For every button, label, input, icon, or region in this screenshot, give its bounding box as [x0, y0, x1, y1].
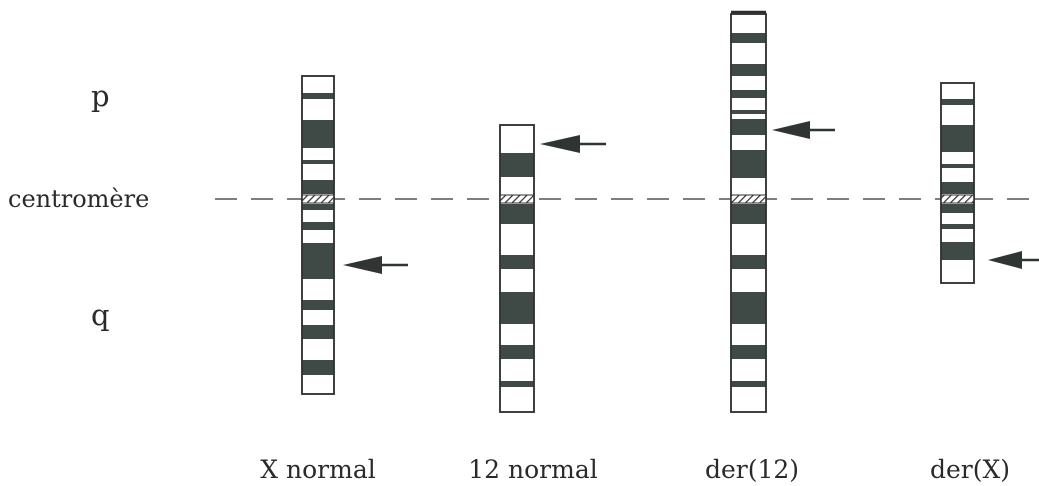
centromere-band: [301, 194, 335, 204]
band-dark: [500, 292, 534, 324]
arrow-icon: [988, 251, 1039, 269]
band-dark: [500, 153, 534, 177]
band-dark: [500, 204, 534, 224]
band-dark: [731, 110, 766, 114]
chromosome-label-x-normal: X normal: [260, 455, 375, 484]
chromosome-label-der-12: der(12): [705, 455, 799, 484]
centromere-band: [940, 194, 975, 204]
band-dark: [500, 345, 534, 359]
band-dark: [302, 360, 334, 375]
band-dark: [731, 204, 766, 224]
chromosome-der-12: [730, 10, 767, 413]
band-dark: [731, 381, 766, 387]
band-dark: [302, 222, 334, 230]
band-dark: [302, 300, 334, 310]
chromosome-label-12-normal: 12 normal: [468, 455, 597, 484]
centromere-band: [730, 194, 767, 204]
arrow-icon: [343, 256, 408, 274]
band-dark: [302, 180, 334, 194]
band-dark: [731, 255, 766, 269]
band-dark: [731, 90, 766, 98]
band-dark: [941, 182, 974, 194]
arrow-icon: [772, 121, 835, 139]
band-dark: [302, 325, 334, 339]
band-dark: [941, 125, 974, 152]
band-dark: [941, 204, 974, 213]
chromosome-12-normal: [499, 124, 535, 413]
band-dark: [941, 164, 974, 168]
band-dark: [731, 119, 766, 135]
band-dark: [731, 64, 766, 76]
chromosome-der-x: [940, 82, 975, 284]
band-dark: [941, 99, 974, 105]
centromere-band: [499, 194, 535, 204]
band-dark: [302, 120, 334, 148]
band-dark: [302, 160, 334, 164]
band-dark: [731, 33, 766, 43]
q-arm-label: q: [91, 298, 110, 332]
band-dark: [500, 381, 534, 387]
band-dark: [302, 93, 334, 99]
band-dark: [302, 243, 334, 279]
chromosome-x-normal: [301, 75, 335, 395]
band-dark: [302, 204, 334, 210]
chromosome-label-der-x: der(X): [930, 455, 1010, 484]
band-dark: [731, 292, 766, 324]
band-dark: [941, 242, 974, 260]
band-dark: [731, 345, 766, 359]
centromere-label: centromère: [8, 185, 149, 213]
band-dark: [731, 150, 766, 178]
band-dark: [941, 224, 974, 229]
band-dark: [500, 255, 534, 269]
p-arm-label: p: [91, 79, 110, 113]
arrow-icon: [540, 135, 606, 153]
